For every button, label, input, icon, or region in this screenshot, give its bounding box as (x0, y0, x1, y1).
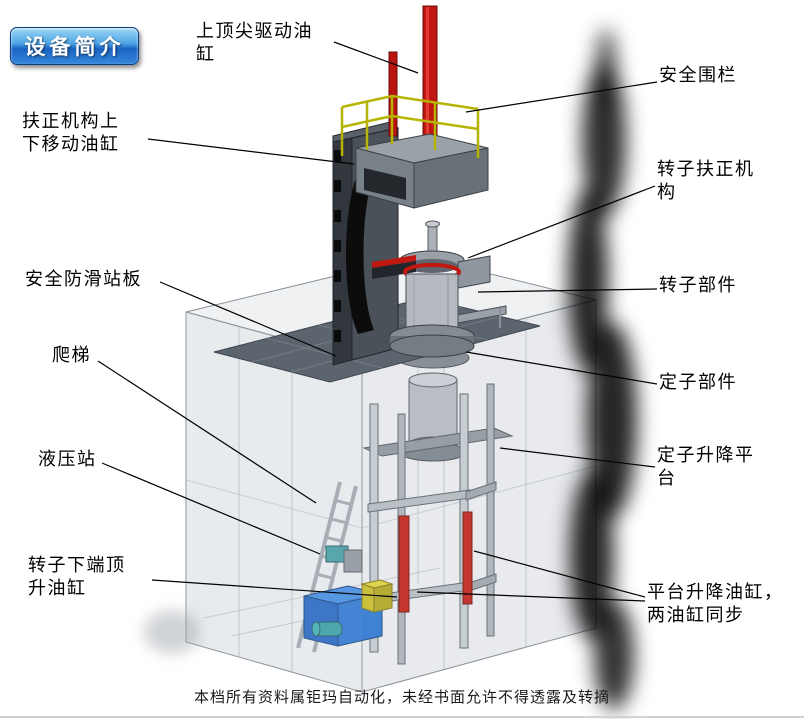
bottom-divider (0, 716, 804, 718)
callout-stator-component: 定子部件 (659, 372, 737, 392)
leader-ladder (97, 360, 317, 504)
leader-rotor-centering-mechanism (467, 185, 656, 259)
leader-stator-lift-platform (499, 447, 656, 468)
leader-safety-fence (465, 81, 658, 113)
callout-platform-lift-cylinders: 平台升降油缸，两油缸同步 (647, 582, 784, 625)
enclosure-glass (186, 300, 596, 692)
leader-centering-travel-cylinder (147, 138, 355, 165)
callout-rotor-bottom-jack: 转子下端顶升油缸 (28, 555, 126, 598)
leader-platform-lift-cylinder-2 (416, 591, 646, 602)
leader-top-center-drive-cylinder (333, 41, 419, 74)
head-box (355, 133, 489, 209)
callout-stator-lift-platform: 定子升降平台 (657, 445, 755, 488)
callout-safety-fence: 安全围栏 (659, 65, 737, 85)
callout-ladder: 爬梯 (52, 345, 91, 365)
callout-centering-travel-cylinder: 扶正机构上下移动油缸 (22, 111, 120, 154)
leader-stator-component (465, 351, 658, 385)
pump-equipment (325, 545, 363, 573)
leader-rotor-component (477, 288, 658, 293)
platform-lift-cylinders (398, 511, 473, 613)
leader-lines (97, 41, 658, 602)
callout-rotor-component: 转子部件 (659, 275, 737, 295)
callout-top-center-drive-cylinder: 上顶尖驱动油缸 (196, 21, 313, 64)
shadow-smudge (568, 28, 637, 710)
soft-shadow (144, 610, 200, 654)
leader-rotor-bottom-jack (151, 579, 398, 598)
title-badge: 设备简介 (10, 27, 139, 65)
title-badge-label: 设备简介 (24, 36, 125, 59)
callout-anti-slip-platform: 安全防滑站板 (25, 269, 142, 289)
leader-hydraulic-station (101, 462, 321, 555)
leader-platform-lift-cylinder-1 (473, 550, 646, 598)
callout-rotor-centering-mechanism: 转子扶正机构 (657, 159, 755, 202)
safety-railing (340, 94, 480, 158)
leader-anti-slip-platform (159, 281, 337, 357)
footer-disclaimer: 本档所有资料属钜玛自动化，未经书面允许不得透露及转摘 (193, 690, 610, 706)
stator-assembly (396, 347, 470, 462)
rotor-assembly (372, 220, 491, 358)
hydraulic-station-unit (303, 579, 394, 647)
callout-hydraulic-station: 液压站 (38, 449, 97, 469)
